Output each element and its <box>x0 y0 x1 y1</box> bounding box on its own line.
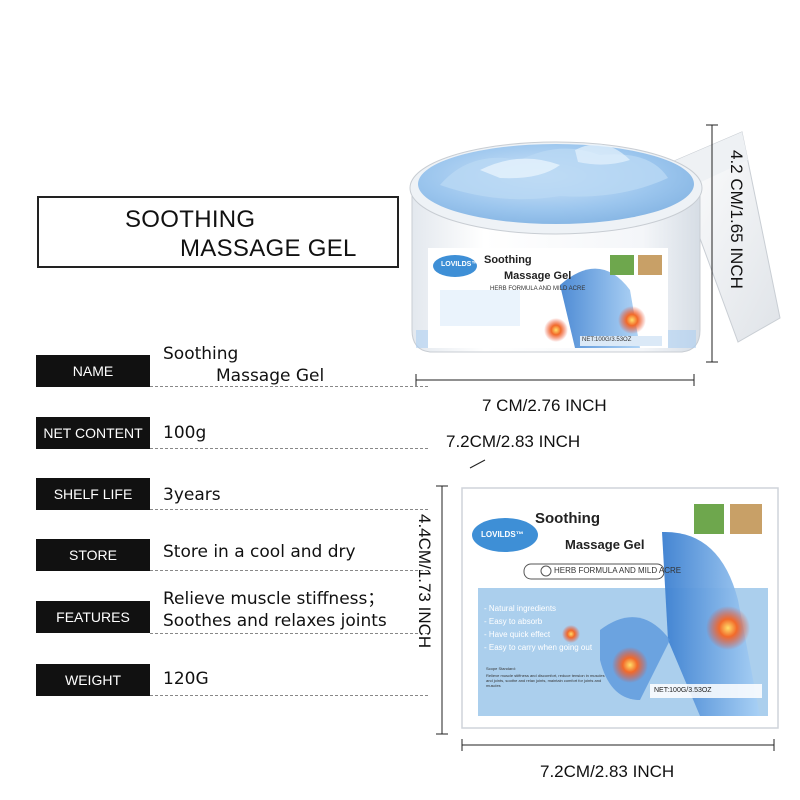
spec-value-shelf-life: 3years <box>163 485 221 505</box>
product-title-line1: SOOTHING <box>125 206 256 233</box>
spec-divider <box>150 386 428 387</box>
box-title1: Soothing <box>535 510 600 527</box>
product-title-box: SOOTHING MASSAGE GEL <box>37 196 399 268</box>
spec-row-name: NAME Soothing Massage Gel <box>36 344 428 415</box>
spec-label-name: NAME <box>36 355 150 387</box>
spec-label-store: STORE <box>36 539 150 571</box>
jar-label-title1: Soothing <box>484 254 532 266</box>
box-top-dimension-tick <box>469 459 486 469</box>
jar-width-dimension-text: 7 CM/2.76 INCH <box>482 396 607 415</box>
jar-brand-logo: LOVILDS™ <box>441 261 479 268</box>
box-height-dimension-line <box>436 485 448 735</box>
spec-divider <box>150 448 428 449</box>
spec-row-weight: WEIGHT 120G <box>36 664 428 724</box>
box-scope-text: Relieve muscle stiffness and discomfort,… <box>486 673 605 688</box>
jar-height-dimension-text: 4.2 CM/1.65 INCH <box>727 150 746 289</box>
box-title2: Massage Gel <box>565 537 645 552</box>
box-bullet: - Easy to carry when going out <box>484 643 593 652</box>
spec-label-features: FEATURES <box>36 601 150 633</box>
spec-value-weight: 120G <box>163 669 209 689</box>
spec-row-net-content: NET CONTENT 100g <box>36 417 428 477</box>
box-bullet: - Easy to absorb <box>484 617 543 626</box>
jar-label-herb: HERB FORMULA AND MILD ACRE <box>490 286 586 292</box>
spec-value-store: Store in a cool and dry <box>163 542 356 562</box>
box-width-dimension-text: 7.2CM/2.83 INCH <box>540 762 675 781</box>
jar-width-dimension-line <box>415 374 695 386</box>
product-box <box>461 487 779 729</box>
box-bullet: - Have quick effect <box>484 630 551 639</box>
box-net-text: NET:100G/3.53OZ <box>654 687 712 694</box>
spec-divider <box>150 695 428 696</box>
spec-label-weight: WEIGHT <box>36 664 150 696</box>
jar-label <box>428 248 668 348</box>
spec-divider <box>150 570 428 571</box>
product-title-line2: MASSAGE GEL <box>180 235 357 262</box>
jar-height-dimension-line <box>706 124 718 363</box>
spec-label-shelf-life: SHELF LIFE <box>36 478 150 510</box>
box-width-dimension-line <box>461 739 775 751</box>
box-brand-logo: LOVILDS™ <box>481 530 524 539</box>
spec-divider <box>150 509 428 510</box>
spec-value-features-line1: Relieve muscle stiffness； <box>163 589 385 609</box>
spec-value-name-line1: Soothing <box>163 344 239 364</box>
spec-row-store: STORE Store in a cool and dry <box>36 539 428 599</box>
spec-value-features-line2: Soothes and relaxes joints <box>163 611 387 631</box>
box-herb-text: HERB FORMULA AND MILD ACRE <box>554 566 682 575</box>
spec-value-net-content: 100g <box>163 423 207 443</box>
box-scope-title: Scope Standard: <box>486 666 516 671</box>
spec-value-name-line2: Massage Gel <box>216 366 325 386</box>
spec-row-features: FEATURES Relieve muscle stiffness； Sooth… <box>36 589 428 661</box>
jar-label-title2: Massage Gel <box>504 270 572 282</box>
spec-row-shelf-life: SHELF LIFE 3years <box>36 478 428 538</box>
spec-divider <box>150 633 428 634</box>
jar-label-net: NET:100G/3.53OZ <box>582 337 632 343</box>
box-bullet: - Natural ingredients <box>484 604 557 613</box>
spec-label-net-content: NET CONTENT <box>36 417 150 449</box>
box-top-dimension-text: 7.2CM/2.83 INCH <box>446 432 581 451</box>
box-height-dimension-text: 4.4CM/1.73 INCH <box>415 514 434 649</box>
box-bullet-list: - Natural ingredients - Easy to absorb -… <box>484 602 592 654</box>
